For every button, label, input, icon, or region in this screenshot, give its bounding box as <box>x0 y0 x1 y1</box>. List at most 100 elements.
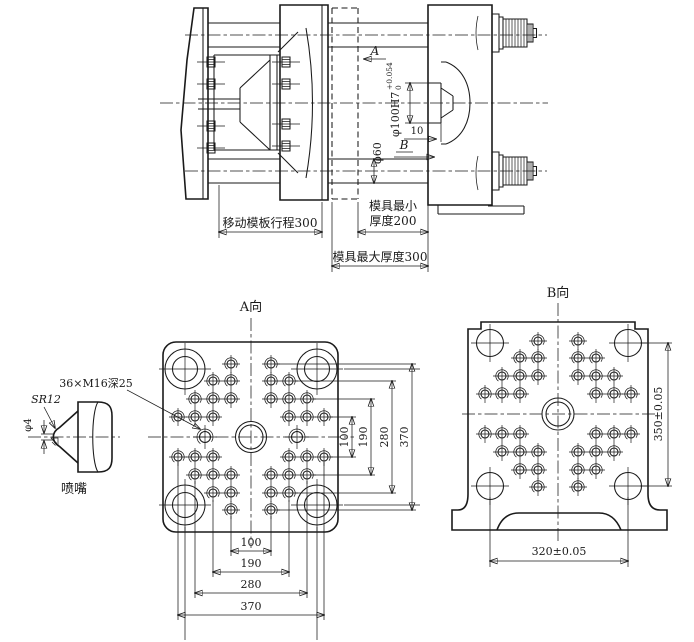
moving-platen <box>277 4 329 201</box>
tapped-hole <box>204 390 222 408</box>
view-b-title: B向 <box>547 285 570 301</box>
view-arrow-b: B <box>394 138 434 157</box>
tapped-hole <box>511 385 529 403</box>
tapped-hole <box>222 484 240 502</box>
tapped-hole <box>262 484 280 502</box>
bolt-icon <box>271 78 301 90</box>
dim-a-h-370: 370 <box>241 600 262 613</box>
toggle-mechanism <box>196 54 301 154</box>
plate-a-corner-holes <box>159 343 343 531</box>
locating-ring-detail <box>405 61 471 145</box>
tapped-hole <box>298 408 316 426</box>
view-a-letter: A <box>370 44 380 58</box>
tapped-hole <box>587 443 605 461</box>
dimension-min-mold: 模具最小 厚度200 <box>358 199 428 238</box>
plate-b-view: B向 350±0.05 320±0.05 <box>451 285 672 567</box>
depth-label: 10 <box>411 126 424 137</box>
tapped-hole <box>605 385 623 403</box>
dim-a-h-100: 100 <box>241 536 262 549</box>
tapped-hole <box>204 484 222 502</box>
bolt-icon <box>196 142 226 154</box>
bolt-icon <box>196 56 226 68</box>
tapped-hole <box>529 367 547 385</box>
tapped-hole <box>262 466 280 484</box>
tapped-hole <box>511 443 529 461</box>
tapped-hole <box>587 367 605 385</box>
dim-a-h-280: 280 <box>241 578 262 591</box>
tapped-hole <box>298 448 316 466</box>
dimension-tiebar: φ60 <box>371 142 384 183</box>
tapped-hole <box>222 390 240 408</box>
dim-b-350: 350±0.05 <box>652 387 665 442</box>
plate-b-corner-holes <box>471 324 647 505</box>
tapped-hole <box>529 443 547 461</box>
plate-a-horizontal-dims: 100 190 280 370 <box>178 462 324 640</box>
dim-a-v-370: 370 <box>398 427 411 448</box>
dim-max-mold-label: 模具最大厚度300 <box>333 249 428 264</box>
tapped-hole <box>569 367 587 385</box>
tapped-hole <box>587 385 605 403</box>
tapped-hole <box>511 367 529 385</box>
plate-b-center-hole <box>541 397 575 431</box>
tapped-hole <box>493 425 511 443</box>
tapped-hole <box>262 390 280 408</box>
dimension-max-mold: 模具最大厚度300 <box>332 202 428 272</box>
tapped-hole <box>569 478 587 496</box>
bolt-icon <box>271 56 301 68</box>
plate-a-vertical-dims: 100 190 280 370 <box>277 364 420 510</box>
tapped-hole <box>476 425 494 443</box>
locating-dia-label: φ100H7 <box>389 92 402 137</box>
dim-a-v-100: 100 <box>338 427 351 448</box>
view-a-title: A向 <box>239 299 262 315</box>
dim-a-h-190: 190 <box>241 557 262 570</box>
tapped-hole <box>222 355 240 373</box>
tapped-hole <box>193 425 217 449</box>
tapped-hole <box>622 385 640 403</box>
tolerance-lower: 0 <box>394 85 403 90</box>
tapped-hole <box>204 408 222 426</box>
orifice-hatch <box>50 437 59 447</box>
dim-b-320: 320±0.05 <box>532 545 587 558</box>
moving-platen-forward-position <box>331 7 359 200</box>
tapped-hole <box>587 461 605 479</box>
view-arrow-a: A <box>364 44 386 59</box>
tiebar-dia-label: φ60 <box>371 142 384 164</box>
tapped-hole <box>262 501 280 519</box>
dim-stroke-label: 移动模板行程300 <box>223 215 318 230</box>
tapped-hole <box>605 367 623 385</box>
tapped-hole <box>476 385 494 403</box>
dimension-orifice: φ4 <box>23 418 53 454</box>
dimension-locating-ring: φ100H7 +0.054 0 10 <box>385 62 436 139</box>
plate-b-horizontal-dim: 320±0.05 <box>490 497 628 567</box>
tapped-hole <box>587 349 605 367</box>
nozzle-detail: φ4 SR12 喷嘴 <box>23 393 120 497</box>
plate-b-tapped-holes <box>476 332 640 496</box>
dimension-stroke: 移动模板行程300 <box>219 185 322 238</box>
tapped-hole <box>569 461 587 479</box>
bolt-icon <box>271 118 301 130</box>
dim-a-v-190: 190 <box>357 427 370 448</box>
tapped-hole <box>262 372 280 390</box>
tapped-hole <box>529 478 547 496</box>
tapped-hole <box>605 443 623 461</box>
tapped-hole <box>622 425 640 443</box>
fixed-platen <box>405 4 525 215</box>
tapped-hole <box>186 390 204 408</box>
nozzle-label: 喷嘴 <box>61 482 87 497</box>
platen-foot <box>437 205 525 215</box>
tapped-hole <box>280 390 298 408</box>
tapped-hole <box>280 466 298 484</box>
bolt-icon <box>196 120 226 132</box>
tapped-hole <box>222 466 240 484</box>
tapped-hole <box>587 425 605 443</box>
dim-min-mold-line2: 厚度200 <box>370 213 417 228</box>
plate-b-vertical-dim: 350±0.05 <box>640 343 672 486</box>
tapped-hole <box>222 372 240 390</box>
hole-note: 36×M16深25 <box>59 377 200 429</box>
plate-a-center-hole <box>234 420 268 454</box>
tapped-hole <box>204 466 222 484</box>
plate-b-base-arch <box>496 512 622 531</box>
plate-b-outline <box>451 321 668 531</box>
